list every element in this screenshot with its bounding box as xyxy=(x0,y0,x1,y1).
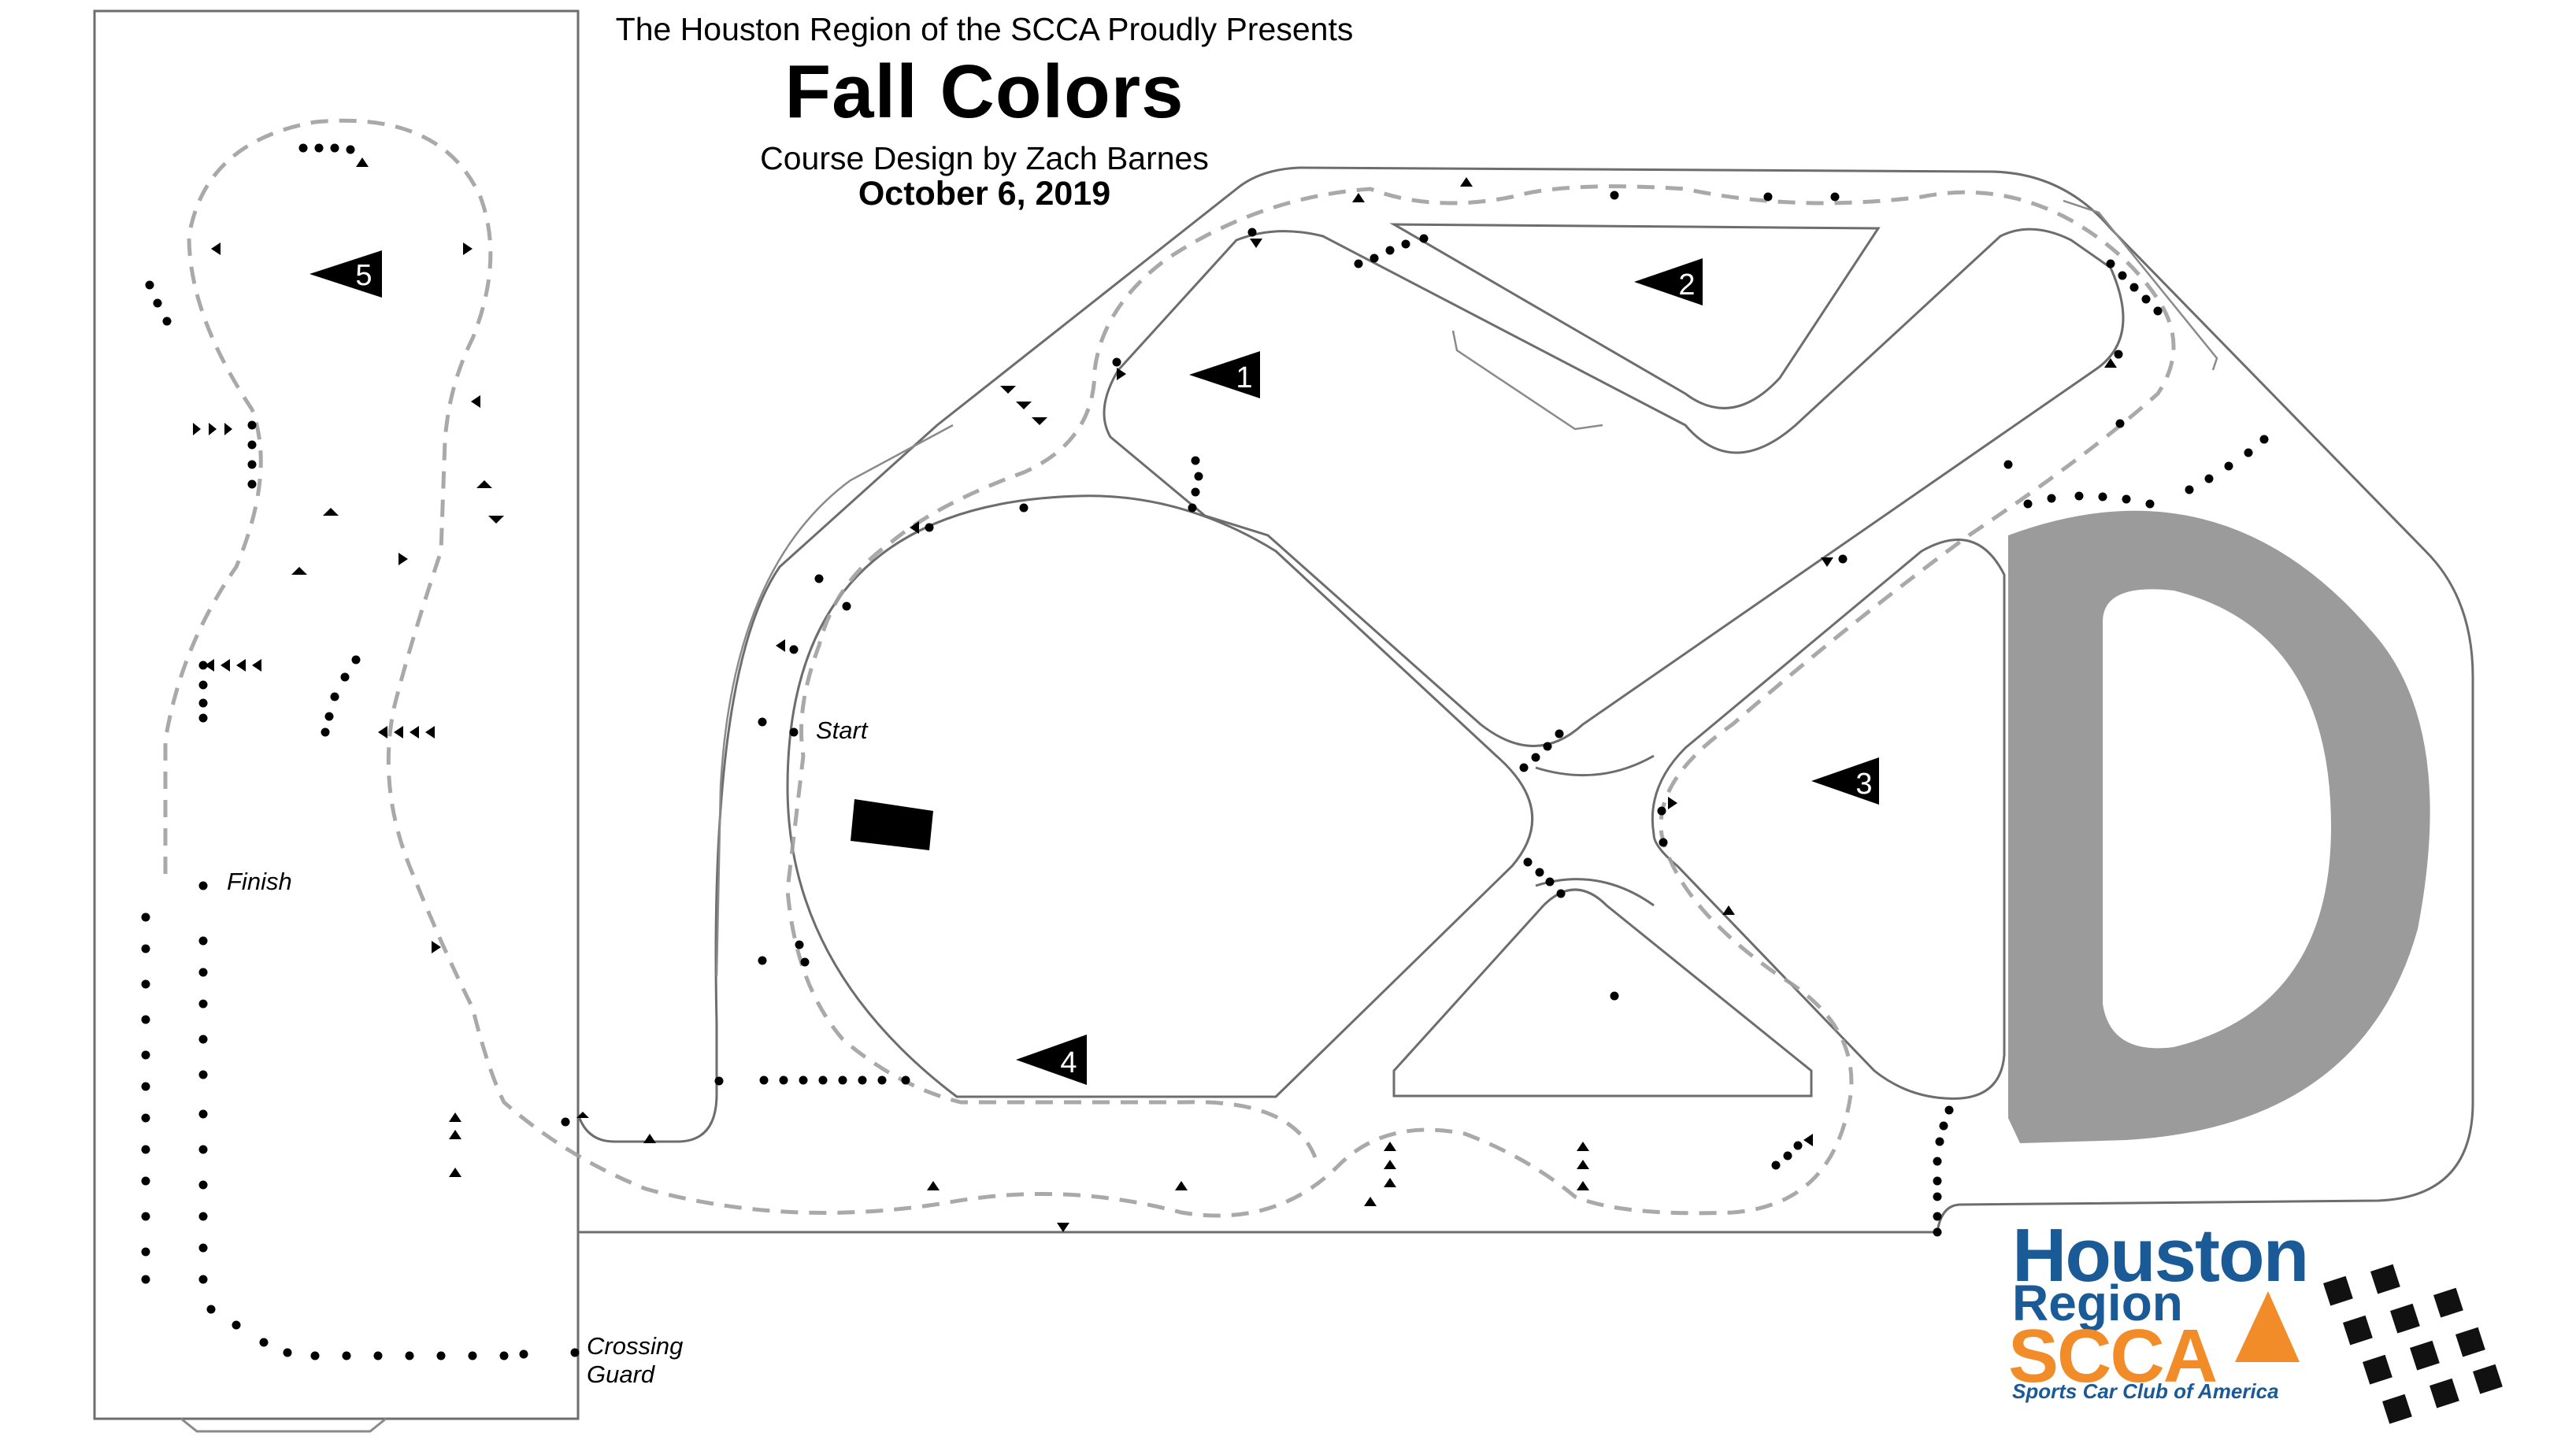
station-3-number: 3 xyxy=(1855,768,1872,801)
finish-label: Finish xyxy=(227,868,292,895)
crossing-guard-label-2: Guard xyxy=(587,1360,655,1388)
checkered-flag-icon xyxy=(2323,1264,2503,1424)
logo-scca: SCCA xyxy=(2008,1314,2218,1398)
station-1-number: 1 xyxy=(1236,361,1252,394)
connector-strip xyxy=(576,1231,1937,1419)
station-2-marker xyxy=(1634,258,1703,305)
event-title: Fall Colors xyxy=(784,50,1184,134)
south-island xyxy=(1392,888,1813,1098)
west-shoulder xyxy=(715,424,954,977)
bottom-tab xyxy=(180,1417,387,1433)
station-1-marker xyxy=(1189,351,1260,398)
crossing-guard-label-1: Crossing xyxy=(587,1332,684,1360)
logo-region: Region xyxy=(2012,1275,2183,1331)
paddock-d xyxy=(2008,510,2430,1143)
cone-icon xyxy=(2235,1291,2300,1362)
finish-chute-cones xyxy=(141,881,580,1360)
timing-trailer xyxy=(851,799,933,850)
station-3-marker xyxy=(1811,757,1879,805)
north-island xyxy=(1103,228,2125,747)
station-5-number: 5 xyxy=(355,259,372,292)
event-date: October 6, 2019 xyxy=(858,175,1111,213)
course-designer: Course Design by Zach Barnes xyxy=(760,140,1209,176)
logo-houston: Houston xyxy=(2012,1213,2309,1297)
station-4-number: 4 xyxy=(1060,1046,1077,1079)
station-2-number: 2 xyxy=(1678,268,1695,302)
station-4-marker xyxy=(1016,1035,1087,1085)
triangle-island xyxy=(1389,223,1881,409)
cone-walls xyxy=(145,143,2269,1237)
ne-shoulder xyxy=(2063,199,2218,371)
triangle-shadow xyxy=(1451,330,1603,431)
main-lot-outline xyxy=(576,166,2474,1233)
start-label: Start xyxy=(816,716,868,744)
header-presents: The Houston Region of the SCCA Proudly P… xyxy=(615,11,1354,47)
circle-island xyxy=(786,494,1534,1098)
logo-tagline: Sports Car Club of America xyxy=(2012,1379,2279,1403)
left-lot-outline xyxy=(93,9,580,1420)
worker-stations: 1 2 3 4 5 xyxy=(309,250,1879,1085)
pointer-cones xyxy=(193,157,2117,1232)
station-5-marker xyxy=(309,250,382,298)
course-line xyxy=(163,118,2176,1218)
east-island xyxy=(1651,539,2006,1100)
